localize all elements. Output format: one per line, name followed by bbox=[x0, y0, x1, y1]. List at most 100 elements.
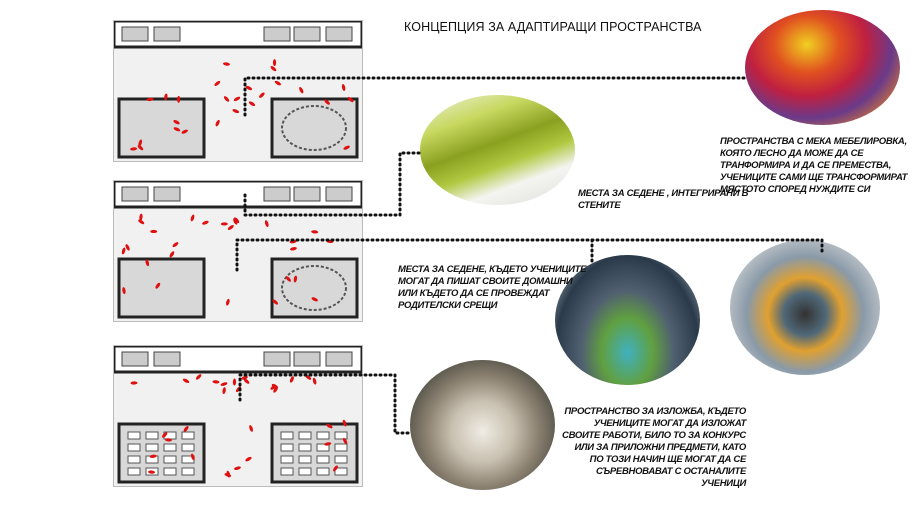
person-marker bbox=[326, 239, 334, 244]
top-wall bbox=[114, 181, 362, 209]
classroom-left bbox=[117, 97, 206, 159]
caption-line: ПО ТОЗИ НАЧИН ЩЕ МОГАТ ДА СЕ bbox=[589, 454, 747, 465]
desk bbox=[298, 455, 312, 464]
caption-line: КОЯТО ЛЕСНО ДА МОЖЕ ДА СЕ bbox=[720, 148, 864, 159]
person-marker bbox=[249, 425, 254, 432]
person-marker bbox=[150, 229, 158, 234]
person-marker bbox=[259, 92, 265, 98]
person-marker bbox=[226, 298, 230, 306]
person-marker bbox=[232, 378, 237, 386]
person-marker bbox=[173, 127, 181, 132]
room-box bbox=[121, 351, 149, 367]
desk bbox=[181, 443, 195, 452]
caption-line: МОГАТ ДА ПИШАТ СВОИТЕ ДОМАШНИ bbox=[398, 276, 573, 287]
person-marker bbox=[233, 96, 241, 102]
caption-line: ПРОСТРАНСТВО ЗА ИЗЛОЖБА, КЪДЕТО bbox=[564, 406, 746, 417]
person-marker bbox=[130, 147, 138, 151]
page-title: КОНЦЕПЦИЯ ЗА АДАПТИРАЩИ ПРОСТРАНСТВА bbox=[404, 20, 702, 34]
person-marker bbox=[264, 220, 269, 228]
desk bbox=[298, 467, 312, 476]
desk bbox=[181, 467, 195, 476]
floor-plan-drawing bbox=[114, 346, 362, 484]
person-marker bbox=[311, 297, 318, 302]
caption-line: ИЛИ ЗА ПРИЛОЖНИ ПРЕДМЕТИ, КАТО bbox=[574, 442, 747, 453]
floor-plan-2 bbox=[113, 180, 363, 322]
caption-line: СВОИТЕ РАБОТИ, БИЛО ТО ЗА КОНКУРС bbox=[562, 430, 746, 441]
floor-plan-3 bbox=[113, 345, 363, 487]
desk bbox=[316, 431, 330, 440]
caption-exhibition: ПРОСТРАНСТВО ЗА ИЗЛОЖБА, КЪДЕТО УЧЕНИЦИТ… bbox=[560, 406, 746, 490]
person-marker bbox=[234, 217, 240, 224]
person-marker bbox=[343, 145, 350, 150]
room-box bbox=[263, 26, 291, 42]
person-marker bbox=[190, 214, 195, 222]
caption-wall-seating: МЕСТА ЗА СЕДЕНЕ , ИНТЕГРИРАНИ В СТЕНИТЕ bbox=[578, 188, 748, 212]
caption-soft-furniture: ПРОСТРАНСТВА С МЕКА МЕБЕЛИРОВКА, КОЯТО Л… bbox=[720, 136, 907, 196]
person-marker bbox=[215, 119, 220, 127]
room-box bbox=[153, 351, 181, 367]
desk bbox=[127, 467, 141, 476]
desk bbox=[298, 431, 312, 440]
caption-line: УЧЕНИЦИТЕ МОГАТ ДА ИЗЛОЖАТ bbox=[593, 418, 747, 429]
person-marker bbox=[289, 240, 297, 244]
classroom-left bbox=[117, 257, 206, 319]
top-wall bbox=[114, 21, 362, 49]
room-box bbox=[263, 186, 291, 202]
desk bbox=[163, 455, 177, 464]
caption-line: МЯСТОТО СПОРЕД НУЖДИТЕ СИ bbox=[720, 184, 871, 195]
desk bbox=[181, 431, 195, 440]
photo-exhibition bbox=[410, 360, 555, 490]
photo-lounge bbox=[730, 240, 880, 375]
person-marker bbox=[224, 473, 232, 477]
person-marker bbox=[235, 386, 242, 393]
desk bbox=[127, 443, 141, 452]
person-marker bbox=[149, 454, 157, 458]
person-marker bbox=[145, 259, 150, 267]
person-marker bbox=[233, 218, 238, 225]
person-marker bbox=[232, 109, 240, 114]
person-marker bbox=[270, 66, 277, 72]
room-box bbox=[263, 351, 291, 367]
person-marker bbox=[182, 378, 190, 384]
desk bbox=[145, 431, 159, 440]
person-marker bbox=[272, 59, 277, 67]
desk bbox=[163, 467, 177, 476]
desk bbox=[334, 431, 348, 440]
person-marker bbox=[139, 213, 143, 221]
person-marker bbox=[223, 62, 230, 66]
desk bbox=[316, 455, 330, 464]
caption-line: СЪРЕВНОВАВАТ С ОСТАНАЛИТЕ bbox=[595, 466, 746, 477]
desk bbox=[334, 443, 348, 452]
top-wall bbox=[114, 346, 362, 374]
person-marker bbox=[169, 251, 175, 258]
floor-plan-drawing bbox=[114, 21, 362, 159]
desk bbox=[316, 467, 330, 476]
desk bbox=[280, 467, 294, 476]
person-marker bbox=[227, 225, 234, 230]
person-marker bbox=[222, 387, 226, 395]
room-box bbox=[121, 186, 149, 202]
room-box bbox=[325, 186, 353, 202]
person-marker bbox=[299, 86, 304, 94]
person-marker bbox=[138, 219, 145, 225]
person-marker bbox=[220, 222, 228, 226]
person-marker bbox=[285, 276, 291, 282]
room-box bbox=[153, 186, 181, 202]
floor-plan-drawing bbox=[114, 181, 362, 319]
person-marker bbox=[183, 425, 189, 432]
person-marker bbox=[272, 299, 279, 305]
room-box bbox=[293, 26, 321, 42]
desk bbox=[316, 443, 330, 452]
photo-wall-seating bbox=[420, 95, 575, 205]
person-marker bbox=[148, 470, 156, 474]
person-marker bbox=[312, 377, 317, 385]
desk bbox=[334, 455, 348, 464]
desk bbox=[280, 443, 294, 452]
person-marker bbox=[121, 247, 126, 255]
person-marker bbox=[138, 139, 143, 147]
photo-homework-seating bbox=[555, 255, 700, 385]
person-marker bbox=[274, 80, 281, 86]
person-marker bbox=[172, 242, 179, 248]
person-marker bbox=[324, 442, 332, 446]
person-marker bbox=[202, 220, 209, 225]
